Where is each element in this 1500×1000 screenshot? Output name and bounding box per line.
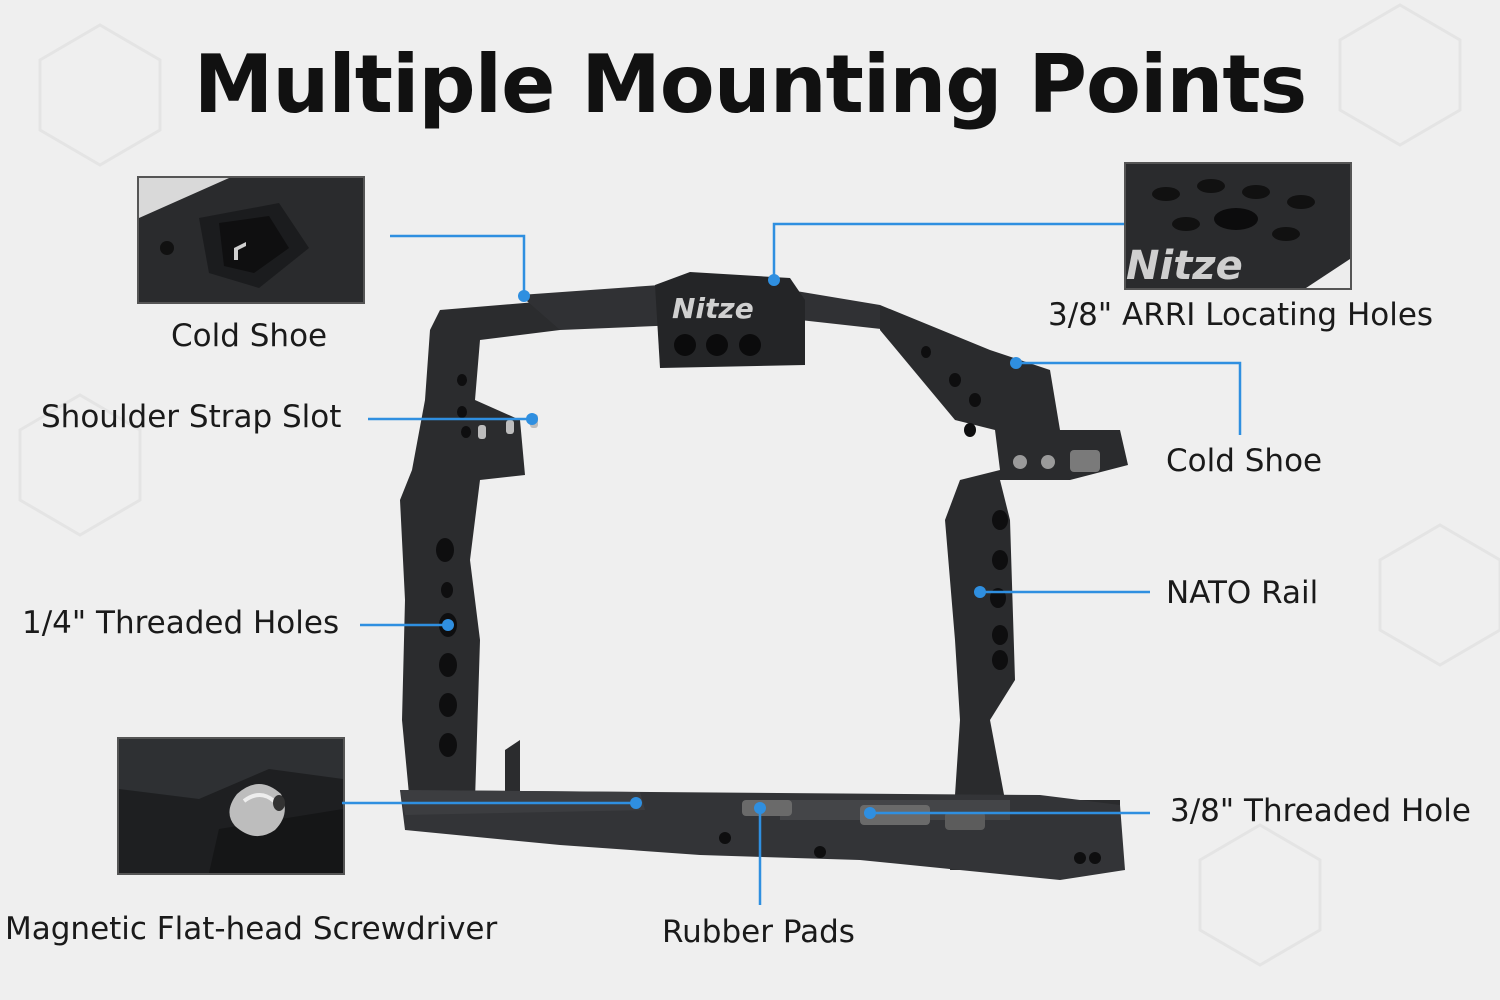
callout-line-arri [772, 222, 1124, 280]
brand-logo: Nitze [672, 292, 754, 325]
callout-line-cold-shoe-right [1016, 361, 1242, 435]
callout-lines [342, 222, 1242, 905]
bottom-holes [719, 832, 1101, 864]
brand-text-inset: Nitze [1126, 243, 1243, 288]
camera-cage: Nitze [400, 272, 1128, 880]
right-side-holes [921, 346, 1008, 670]
inset-cold-shoe-photo [137, 176, 365, 304]
label-threaded-holes-quarter: 1/4" Threaded Holes [22, 605, 340, 641]
arri-holes-closeup-image: Nitze [1126, 164, 1350, 288]
label-arri-locating-holes: 3/8" ARRI Locating Holes [1048, 297, 1434, 333]
label-rubber-pads: Rubber Pads [662, 914, 855, 950]
inset-screwdriver-photo [117, 737, 345, 875]
rubber-pads [742, 800, 985, 830]
label-cold-shoe-right: Cold Shoe [1166, 443, 1323, 479]
cold-shoe-closeup-image [139, 178, 363, 302]
inset-arri-holes-photo: Nitze [1124, 162, 1352, 290]
label-threaded-hole-3-8: 3/8" Threaded Hole [1170, 793, 1471, 829]
top-block-holes [674, 334, 761, 356]
page-title: Multiple Mounting Points [193, 38, 1307, 131]
label-cold-shoe-left: Cold Shoe [171, 318, 328, 354]
label-shoulder-strap-slot: Shoulder Strap Slot [41, 399, 342, 435]
cage-left-upright [400, 300, 560, 805]
screwdriver-closeup-image [119, 739, 343, 873]
callout-line-cold-shoe-left [390, 234, 526, 296]
right-side-screws [1013, 450, 1100, 472]
cage-right-upright [880, 305, 1128, 870]
callout-dots [442, 274, 1022, 819]
label-magnetic-screwdriver: Magnetic Flat-head Screwdriver [5, 911, 498, 947]
left-threaded-holes [436, 374, 471, 757]
label-nato-rail: NATO Rail [1166, 575, 1319, 611]
